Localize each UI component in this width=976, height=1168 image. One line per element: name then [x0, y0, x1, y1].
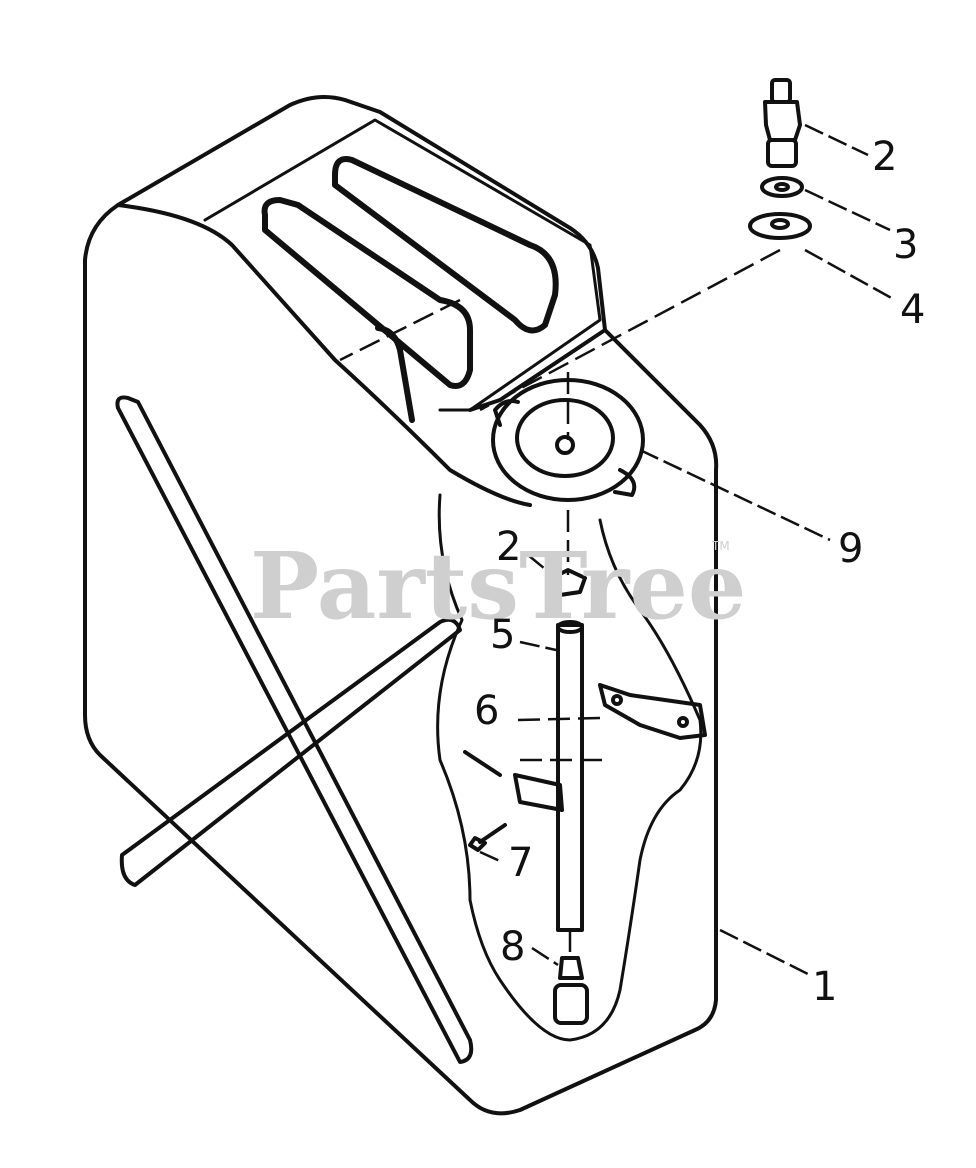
callout-7: 7: [508, 840, 533, 886]
washer-small: [760, 176, 804, 198]
tank-side-edge: [468, 328, 607, 412]
bushing-mid: [550, 568, 587, 597]
fitting-top-nipple: [770, 78, 792, 104]
bracket-hole-2: [677, 716, 689, 728]
assembly-line-handle: [339, 298, 461, 362]
callout-5: 5: [490, 612, 515, 658]
callout-2-mid: 2: [496, 524, 521, 570]
cutaway-outline: [436, 493, 703, 1042]
leader-1: [719, 928, 811, 977]
fuel-neck-center-hole: [555, 435, 575, 455]
assembly-line-bracket: [517, 716, 601, 722]
callout-8: 8: [500, 924, 525, 970]
fuel-neck-inner: [515, 398, 615, 478]
leader-4: [804, 248, 896, 302]
leader-2-top: [804, 123, 869, 157]
fuel-neck-tab-2: [493, 399, 520, 427]
side-rib-diagonal-2: [119, 617, 462, 887]
leader-2-mid: [527, 554, 557, 579]
callout-1: 1: [812, 964, 837, 1010]
washer-large: [748, 212, 812, 240]
fitting-top-threads: [766, 138, 798, 168]
pickup-tube: [556, 623, 584, 932]
fuel-filter: [553, 983, 589, 1025]
tank-body-outline: [83, 94, 719, 1116]
bracket-lower: [513, 773, 564, 812]
leader-8: [531, 946, 559, 967]
leader-7: [479, 850, 503, 864]
watermark-trademark: TM: [711, 539, 730, 553]
washer-small-hole: [774, 182, 790, 192]
handle-middle: [261, 197, 473, 389]
fuel-neck-tab: [613, 468, 637, 497]
fitting-top-body: [763, 100, 802, 142]
bracket-hole-1: [611, 694, 623, 706]
top-recess: [203, 118, 602, 412]
leader-5: [519, 640, 557, 652]
assembly-line-cap: [479, 248, 781, 412]
screw-upper: [463, 750, 502, 777]
handle-rear: [332, 156, 559, 334]
screw: [468, 823, 507, 852]
leader-9: [639, 448, 831, 542]
leader-3: [804, 188, 891, 232]
watermark-text: PartsTree: [250, 532, 746, 640]
callout-4: 4: [900, 287, 925, 333]
callout-9: 9: [838, 526, 863, 572]
pickup-tube-top: [556, 620, 584, 634]
callout-6: 6: [474, 688, 499, 734]
filter-connector: [558, 956, 584, 980]
tank-top-edge: [116, 203, 532, 507]
bracket-upper: [598, 683, 707, 740]
callout-2-top: 2: [872, 134, 897, 180]
callout-3: 3: [893, 222, 918, 268]
washer-large-hole: [770, 218, 790, 230]
